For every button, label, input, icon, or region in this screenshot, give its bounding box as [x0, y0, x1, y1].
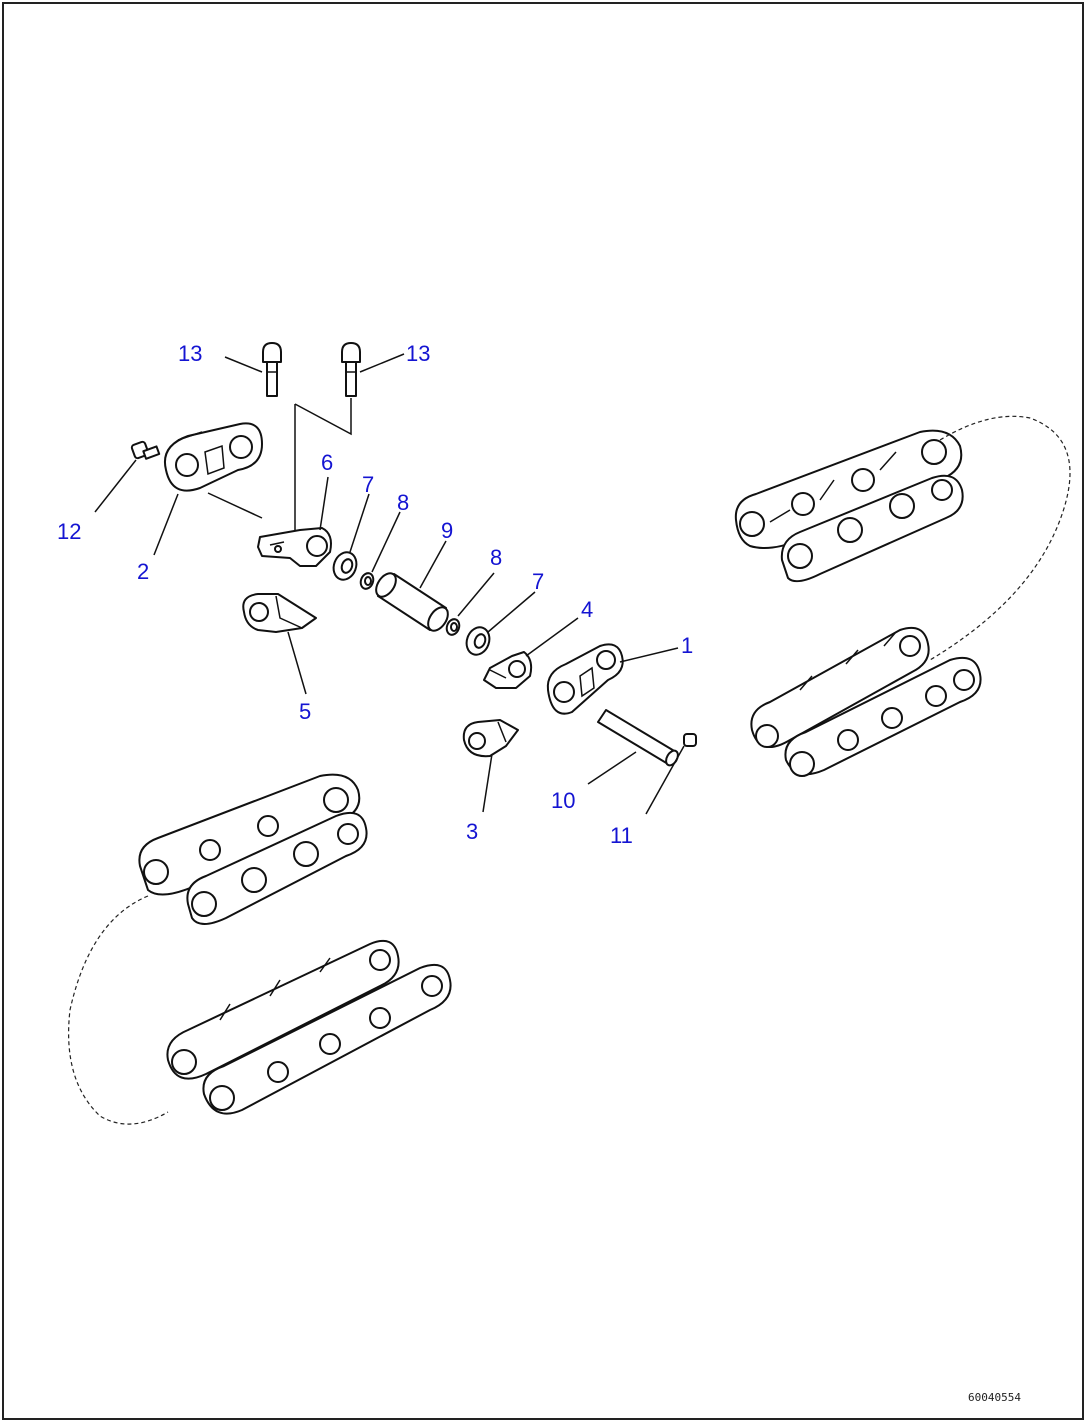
- callout-13-right: 13: [406, 341, 430, 366]
- callout-2: 2: [137, 559, 149, 584]
- callout-12: 12: [57, 519, 81, 544]
- callout-labels: 13 13 12 2 6 7 8 9 8 7 4 1 5 10 3 11: [57, 341, 693, 848]
- drawing-code: 60040554: [968, 1391, 1021, 1404]
- ring-8-right: [445, 618, 461, 636]
- track-assembly-upper-right: [734, 429, 964, 583]
- link-half-4: [483, 651, 533, 689]
- callout-4: 4: [581, 597, 593, 622]
- ring-8-left: [359, 572, 375, 590]
- track-assembly-right: [750, 626, 982, 777]
- callout-6: 6: [321, 450, 333, 475]
- pin-10: [597, 709, 679, 767]
- dashed-connector-right: [929, 415, 1071, 661]
- callout-10: 10: [551, 788, 575, 813]
- master-link-2: [164, 422, 263, 492]
- callout-9: 9: [441, 518, 453, 543]
- bolt-left: [262, 342, 282, 397]
- link-1: [546, 643, 624, 715]
- link-half-6: [257, 527, 332, 567]
- dashed-connector-left: [68, 895, 169, 1125]
- callout-7-left: 7: [362, 472, 374, 497]
- bushing-9: [375, 572, 449, 632]
- bolt-guide-lines: [294, 398, 352, 535]
- callout-1: 1: [681, 633, 693, 658]
- callout-8-right: 8: [490, 545, 502, 570]
- link-half-5: [242, 593, 317, 633]
- track-assembly-left-upper: [138, 773, 368, 925]
- callout-8-left: 8: [397, 490, 409, 515]
- callout-5: 5: [299, 699, 311, 724]
- callout-7-right: 7: [532, 569, 544, 594]
- seal-7-left: [332, 551, 358, 581]
- leader-lines: [94, 353, 685, 815]
- callout-3: 3: [466, 819, 478, 844]
- guide-line-2: [207, 492, 263, 519]
- callout-11: 11: [610, 823, 633, 848]
- callout-13-left: 13: [178, 341, 202, 366]
- small-bolt: [130, 440, 161, 460]
- bolt-right: [341, 342, 361, 397]
- link-half-3: [462, 719, 519, 758]
- stopper-11: [683, 733, 697, 747]
- seal-7-right: [465, 626, 491, 656]
- track-assembly-left-lower: [166, 940, 452, 1115]
